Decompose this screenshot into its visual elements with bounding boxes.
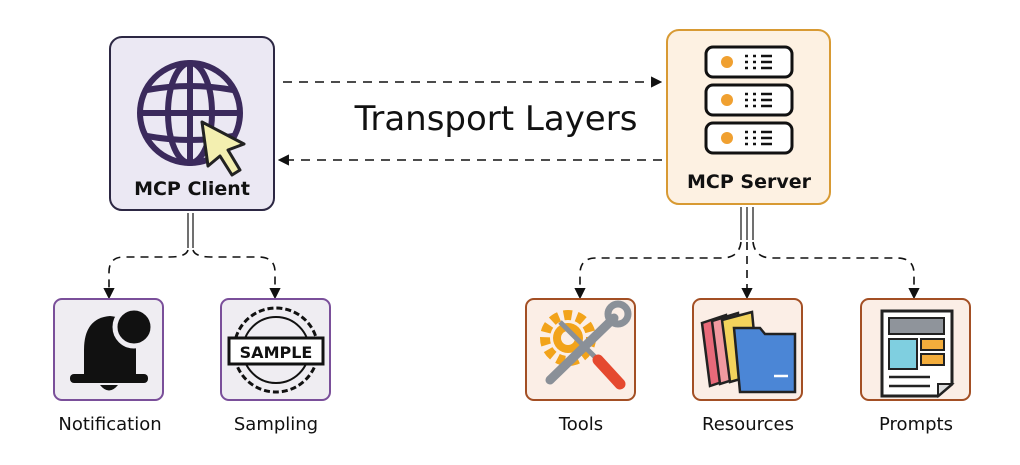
sampling-node: SAMPLE Sampling xyxy=(220,298,331,435)
bell-icon xyxy=(70,305,156,391)
mcp-server-label: MCP Server xyxy=(687,171,812,193)
gear-wrench-screwdriver-icon xyxy=(540,300,632,390)
sample-stamp-icon: SAMPLE xyxy=(227,306,325,394)
server-rack-icon xyxy=(704,45,794,155)
tools-label: Tools xyxy=(558,414,603,435)
notification-label: Notification xyxy=(58,414,161,435)
prompts-label: Prompts xyxy=(879,414,953,435)
notification-node: Notification xyxy=(53,298,164,435)
prompts-node: Prompts xyxy=(860,298,971,435)
resources-label: Resources xyxy=(702,414,794,435)
mcp-client-node: MCP Client xyxy=(109,36,275,211)
mcp-client-label: MCP Client xyxy=(134,178,250,200)
transport-connection: Transport Layers xyxy=(277,76,663,166)
mcp-server-node: MCP Server xyxy=(666,29,831,205)
transport-layers-label: Transport Layers xyxy=(354,99,638,139)
client-branch-connectors xyxy=(103,213,281,300)
sampling-label: Sampling xyxy=(234,414,318,435)
svg-text:SAMPLE: SAMPLE xyxy=(240,343,313,362)
server-branch-connectors xyxy=(574,207,920,300)
globe-cursor-icon xyxy=(137,60,246,177)
folders-icon xyxy=(700,310,797,394)
document-layout-icon xyxy=(880,309,955,399)
tools-node: Tools xyxy=(525,298,636,435)
resources-node: Resources xyxy=(692,298,803,435)
